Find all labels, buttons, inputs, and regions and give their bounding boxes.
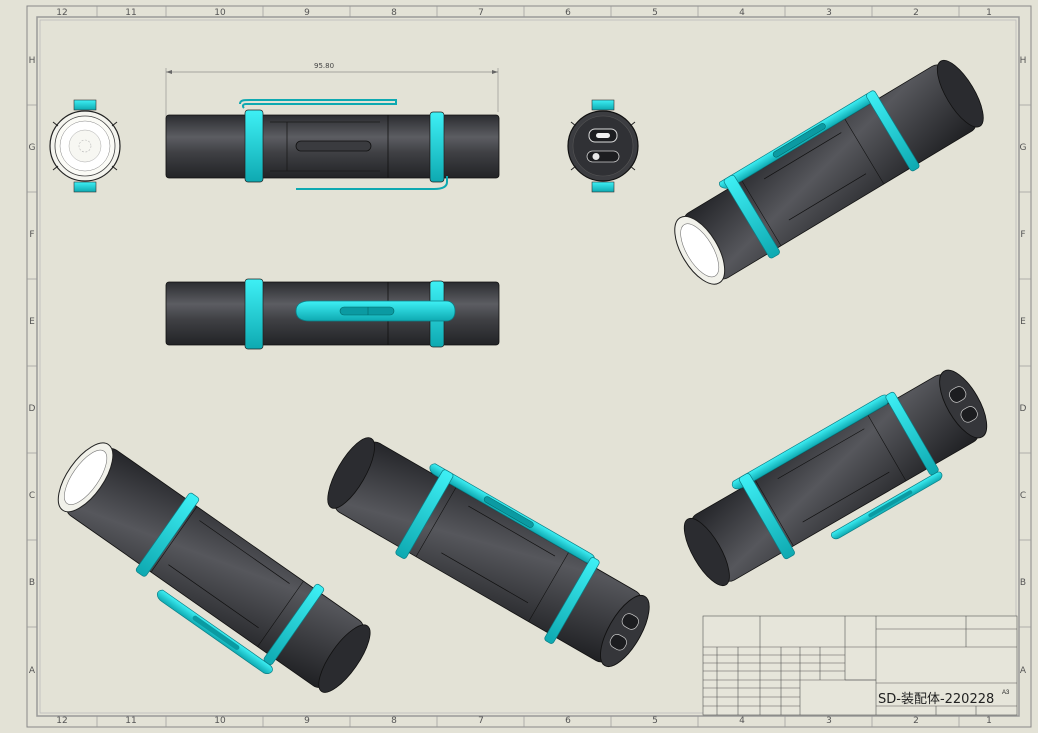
zone-col-top-7: 7 — [478, 8, 484, 18]
front-view — [49, 99, 121, 193]
zone-row-right-H: H — [1019, 56, 1027, 66]
zone-col-bottom-7: 7 — [478, 716, 484, 726]
zone-col-top-11: 11 — [125, 8, 137, 18]
zone-col-top-9: 9 — [304, 8, 310, 18]
zone-col-bottom-5: 5 — [652, 716, 658, 726]
zone-col-top-10: 10 — [214, 8, 226, 18]
zone-row-right-G: G — [1019, 143, 1027, 153]
zone-col-top-12: 12 — [56, 8, 68, 18]
zone-row-left-G: G — [28, 143, 36, 153]
zone-col-top-8: 8 — [391, 8, 397, 18]
zone-col-top-1: 1 — [986, 8, 992, 18]
zone-col-bottom-8: 8 — [391, 716, 397, 726]
zone-col-bottom-6: 6 — [565, 716, 571, 726]
zone-row-right-F: F — [1020, 230, 1026, 240]
zone-row-right-E: E — [1020, 317, 1026, 327]
isometric-view-4 — [683, 369, 988, 587]
zone-col-top-3: 3 — [826, 8, 832, 18]
zone-col-bottom-12: 12 — [56, 716, 68, 726]
isometric-view-2 — [57, 442, 371, 693]
zone-row-left-C: C — [28, 491, 36, 501]
drawing-number: SD-装配体-220228 — [878, 692, 995, 707]
zone-col-top-2: 2 — [913, 8, 919, 18]
zone-row-left-E: E — [29, 317, 35, 327]
side-view-clip — [165, 278, 500, 350]
zone-col-top-6: 6 — [565, 8, 571, 18]
zone-col-bottom-4: 4 — [739, 716, 745, 726]
zone-col-bottom-10: 10 — [214, 716, 226, 726]
inner-border — [36, 16, 1020, 717]
zone-row-right-B: B — [1019, 578, 1027, 588]
outer-border — [26, 5, 1032, 728]
inner-border-2 — [39, 19, 1017, 714]
zone-row-left-F: F — [29, 230, 35, 240]
title-block-grid — [702, 615, 1018, 716]
sheet-size: A3 — [1002, 690, 1010, 696]
zone-col-top-5: 5 — [652, 8, 658, 18]
zone-col-top-4: 4 — [739, 8, 745, 18]
zone-col-bottom-11: 11 — [125, 716, 137, 726]
isometric-view-3 — [327, 437, 650, 668]
zone-row-left-D: D — [28, 404, 36, 414]
zone-row-right-D: D — [1019, 404, 1027, 414]
zone-col-bottom-9: 9 — [304, 716, 310, 726]
zone-col-bottom-3: 3 — [826, 716, 832, 726]
zone-row-left-A: A — [28, 666, 36, 676]
zone-row-right-C: C — [1019, 491, 1027, 501]
zone-col-bottom-1: 1 — [986, 716, 992, 726]
zone-row-right-A: A — [1019, 666, 1027, 676]
side-view-top — [165, 68, 500, 190]
zone-col-bottom-2: 2 — [913, 716, 919, 726]
zone-ticks — [27, 6, 1031, 727]
overall-length-dimension: 95.80 — [314, 62, 335, 70]
zone-row-left-B: B — [28, 578, 36, 588]
zone-row-left-H: H — [28, 56, 36, 66]
rear-view — [567, 99, 639, 193]
isometric-view-1 — [674, 59, 984, 285]
